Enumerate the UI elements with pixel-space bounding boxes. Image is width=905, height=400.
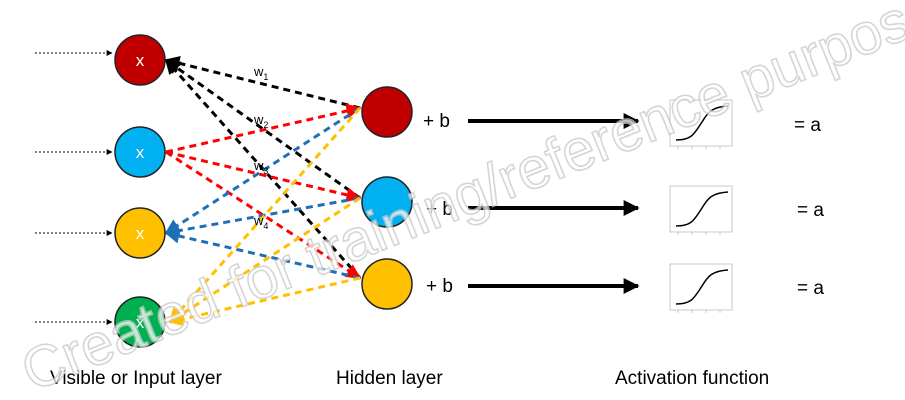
input-layer: x x x x [114, 34, 166, 348]
edge-red-h2 [165, 150, 362, 203]
input-node-2: x [114, 126, 166, 178]
bias-label-1: + b [423, 111, 450, 132]
sigmoid-curve-icon [669, 263, 733, 313]
caption-hidden-layer: Hidden layer [336, 368, 443, 389]
edge-red-h3 [165, 150, 362, 280]
bias-label-3: + b [426, 276, 453, 297]
weight-labels: w1 w2 w3 w4 [253, 64, 268, 231]
edge-blue-h3 [164, 228, 361, 280]
hidden-node-2 [361, 176, 413, 228]
input-node-1-label: x [136, 51, 145, 70]
output-label-3: = a [797, 278, 824, 299]
weight-label-4: w4 [253, 213, 268, 231]
edge-black-h2 [164, 58, 361, 200]
input-node-4-label: x [136, 313, 145, 332]
edge-black-h1 [164, 55, 361, 110]
caption-input-layer: Visible or Input layer [50, 368, 222, 389]
bias-label-2: + b [426, 199, 453, 220]
input-node-3-label: x [136, 224, 145, 243]
edges-red [165, 103, 362, 280]
caption-activation-function: Activation function [615, 368, 769, 389]
input-node-1: x [114, 34, 166, 86]
edge-blue-h1 [164, 106, 361, 235]
weight-label-2: w2 [253, 112, 268, 130]
weight-label-1: w1 [253, 64, 268, 82]
weight-label-3: w3 [253, 158, 268, 176]
edge-yellow-h2 [168, 196, 361, 324]
output-label-1: = a [794, 115, 821, 136]
hidden-node-3 [361, 258, 413, 310]
edge-red-h1 [165, 103, 362, 154]
input-arrows [35, 50, 113, 325]
sigmoid-curve-icon [669, 185, 733, 235]
edge-yellow-h3 [168, 276, 361, 327]
sigmoid-curve-icon [669, 99, 733, 149]
input-node-4: x [114, 296, 166, 348]
hidden-node-1 [361, 86, 413, 138]
edges-yellow [168, 107, 362, 327]
output-label-2: = a [797, 200, 824, 221]
output-arrows [468, 113, 640, 294]
input-node-3: x [114, 207, 166, 259]
input-node-2-label: x [136, 143, 145, 162]
hidden-layer [361, 86, 413, 310]
